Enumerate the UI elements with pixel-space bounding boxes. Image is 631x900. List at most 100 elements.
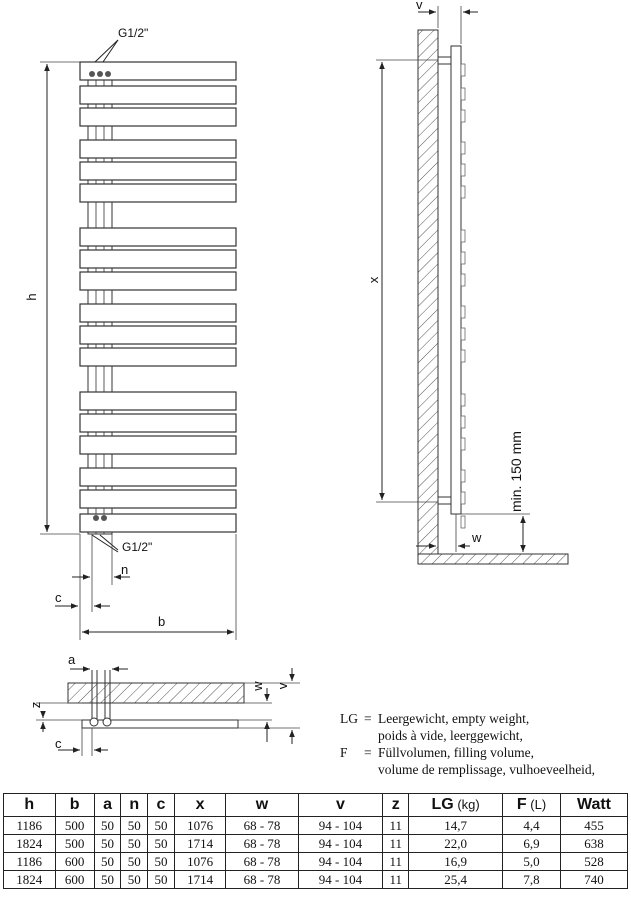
table-cell: 4,4 [502, 816, 561, 835]
top-dim-v-label: v [275, 682, 290, 689]
legend-equals: = [364, 711, 372, 726]
legend: LG=Leergewicht, empty weight, poids à vi… [340, 710, 630, 778]
table-cell: 500 [54, 816, 95, 835]
dim-n-label: n [121, 562, 128, 577]
table-cell: 528 [559, 852, 629, 871]
table-cell: 50 [93, 816, 122, 835]
radiator-side-tubes [460, 63, 466, 529]
connection-top-label: G1/2" [118, 26, 148, 40]
col-header: a [93, 793, 122, 817]
col-header: h [3, 793, 56, 817]
dim-h-line [40, 61, 80, 535]
top-dim-a-label: a [68, 652, 76, 667]
col-header: LG (kg) [408, 793, 504, 817]
top-dim-w-label: w [250, 681, 265, 692]
table-cell: 6,9 [502, 834, 561, 853]
radiator-tube [79, 61, 237, 81]
table-cell: 94 - 104 [297, 852, 384, 871]
table-cell: 1076 [173, 852, 227, 871]
radiator-side-tube [460, 515, 466, 529]
radiator-tube [79, 161, 237, 181]
table-cell: 1714 [173, 834, 227, 853]
table-cell: 50 [147, 852, 175, 871]
radiator-side-tube [460, 415, 466, 429]
radiator-side-tube [460, 469, 466, 483]
radiator-side-tube [460, 109, 466, 123]
legend-text: volume de remplissage, vulhoeveelheid, [378, 762, 596, 777]
table-cell: 50 [147, 870, 175, 889]
table-cell: 1186 [3, 852, 56, 871]
table-cell: 50 [120, 870, 149, 889]
legend-text: Füllvolumen, filling volume, [378, 745, 534, 760]
radiator-side-tube [460, 305, 466, 319]
table-cell: 50 [147, 816, 175, 835]
dim-bottom-lines [55, 534, 237, 640]
side-dim-w-label: w [471, 530, 482, 545]
table-cell: 16,9 [408, 852, 504, 871]
legend-row-f-cont: volume de remplissage, vulhoeveelheid, [340, 761, 630, 778]
table-cell: 600 [54, 852, 95, 871]
radiator-tube [79, 107, 237, 127]
radiator-side-tube [460, 273, 466, 287]
table-cell: 1186 [3, 816, 56, 835]
top-dim-z-label: z [28, 702, 43, 709]
col-header: c [147, 793, 175, 817]
table-cell: 638 [559, 834, 629, 853]
dim-w-line [416, 514, 470, 552]
table-cell: 1824 [3, 834, 56, 853]
radiator-side-tube [460, 393, 466, 407]
table-cell: 600 [54, 870, 95, 889]
dim-v-line [418, 6, 478, 44]
radiator-side-tube [460, 491, 466, 505]
wall-hatch [417, 29, 439, 555]
table-cell: 68 - 78 [225, 816, 299, 835]
table-cell: 22,0 [408, 834, 504, 853]
table-cell: 50 [93, 834, 122, 853]
table-cell: 68 - 78 [225, 870, 299, 889]
table-cell: 455 [559, 816, 629, 835]
col-header: F (L) [502, 793, 561, 817]
top-dim-c-label: c [55, 736, 62, 751]
col-header: v [297, 793, 384, 817]
radiator-side-tube [460, 327, 466, 341]
table-cell: 50 [93, 870, 122, 889]
table-cell: 740 [559, 870, 629, 889]
top-connection-fittings [89, 39, 119, 77]
table-cell: 11 [382, 834, 410, 853]
radiator-side-tube [460, 437, 466, 451]
radiator-tube [79, 249, 237, 269]
wall-bracket-bottom [437, 496, 452, 505]
col-header: n [120, 793, 149, 817]
dim-min-line [461, 513, 530, 552]
top-radiator-body [81, 719, 239, 729]
radiator-tube [79, 413, 237, 433]
spec-table-header-row: h b a n c x w v z LG (kg) F (L) Watt [3, 793, 629, 817]
col-header: b [54, 793, 95, 817]
radiator-tube [79, 271, 237, 291]
radiator-tube [79, 85, 237, 105]
table-cell: 11 [382, 852, 410, 871]
radiator-side-tube [460, 251, 466, 265]
table-cell: 25,4 [408, 870, 504, 889]
table-cell: 94 - 104 [297, 834, 384, 853]
wall-bracket-top [437, 56, 452, 65]
radiator-side-tube [460, 87, 466, 101]
col-header: x [173, 793, 227, 817]
legend-row-lg: LG=Leergewicht, empty weight, [340, 710, 630, 727]
radiator-front [79, 61, 237, 535]
legend-equals: = [364, 745, 372, 760]
legend-key: F [340, 745, 348, 760]
radiator-tube [79, 303, 237, 323]
table-cell: 7,8 [502, 870, 561, 889]
radiator-tube [79, 227, 237, 247]
legend-text: poids à vide, leerggewicht, [378, 728, 523, 743]
table-cell: 50 [120, 816, 149, 835]
table-cell: 50 [120, 852, 149, 871]
dim-b-label: b [158, 614, 165, 629]
top-wall-hatch [67, 682, 245, 704]
table-cell: 14,7 [408, 816, 504, 835]
